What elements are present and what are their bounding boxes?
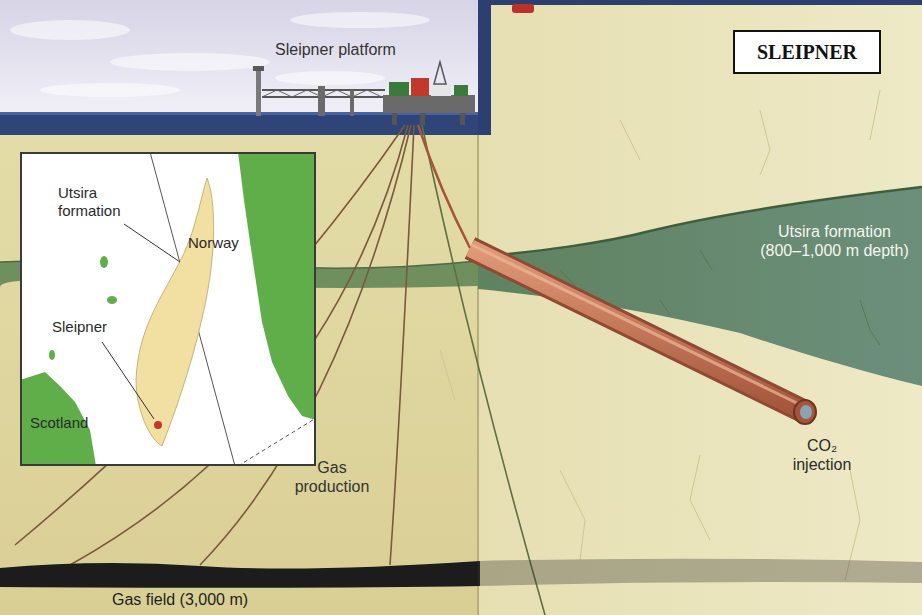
vessel: [512, 4, 534, 13]
leader-line: [102, 342, 154, 419]
boundary-line: [238, 418, 316, 466]
block-corner: [477, 135, 479, 615]
platform-label: Sleipner platform: [275, 40, 396, 59]
injection-pipe: [470, 244, 816, 424]
wells: [15, 125, 545, 615]
production-well: [15, 125, 405, 545]
sea-edge: [478, 0, 491, 135]
gas-field-label: Gas field (3,000 m): [112, 590, 248, 609]
production-well: [390, 125, 414, 565]
sky: [0, 0, 480, 114]
island: [107, 296, 117, 304]
island: [100, 256, 108, 268]
injection-well: [418, 125, 470, 248]
node-text: SLEIPNER: [757, 40, 857, 64]
map-label: Scotland: [30, 414, 88, 432]
island: [49, 350, 55, 360]
production-label: Gas production: [290, 458, 374, 496]
platform: [253, 62, 475, 125]
map-label: Utsira formation: [58, 184, 138, 220]
cutaway-wall: [478, 0, 922, 615]
map-label: Norway: [188, 234, 239, 252]
clouds: [10, 12, 430, 97]
gas-field: [478, 559, 922, 586]
utsira-outline: [136, 178, 214, 446]
scotland-land: [20, 372, 96, 466]
norway-land: [238, 152, 316, 420]
sleipner-location: [154, 421, 162, 429]
formation-label: Utsira formation (800–1,000 m depth): [757, 222, 912, 260]
injection-label: CO₂ injection: [786, 436, 858, 474]
gas-field: [0, 561, 480, 588]
sea: [0, 112, 480, 135]
title-box: SLEIPNER: [733, 30, 881, 74]
inset-map-frame: Utsira formationNorwaySleipnerScotland: [20, 152, 316, 466]
production-well: [422, 125, 545, 615]
map-label: Sleipner: [52, 318, 107, 336]
inset-map: [20, 152, 316, 466]
seabed-edge: [478, 0, 922, 5]
plume-cracks: [560, 250, 880, 345]
subsurface: [0, 135, 480, 615]
leader-line: [124, 224, 180, 262]
